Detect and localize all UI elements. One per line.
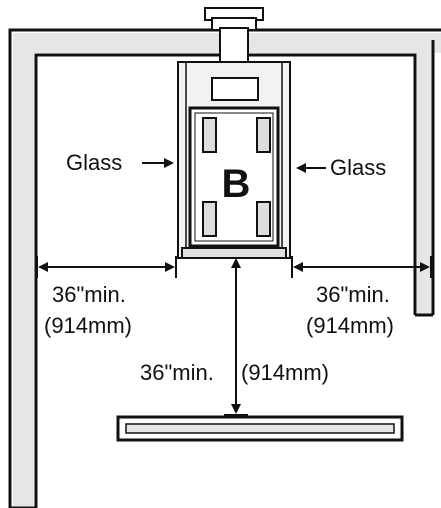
log-support-top-left — [202, 117, 217, 153]
front-dim-arrow-bottom — [231, 404, 241, 414]
right-clearance-label: 36"min. — [316, 282, 390, 307]
right-clearance-metric-label: (914mm) — [306, 313, 394, 338]
unit-firebox-inner — [194, 112, 274, 242]
room-walls — [8, 28, 441, 508]
front-obstruction — [116, 415, 404, 442]
left-wall-fill — [13, 33, 34, 508]
left-dim-arrow-end — [165, 262, 175, 272]
front-clearance-label: 36"min. — [140, 360, 214, 385]
glass-left-label: Glass — [66, 150, 122, 175]
log-support-bottom-right — [256, 201, 271, 237]
glass-right-label: Glass — [330, 155, 386, 180]
glass-right-callout: Glass — [296, 155, 386, 180]
log-support-bottom-left — [202, 201, 217, 237]
right-dim-arrow-end — [420, 262, 430, 272]
left-clearance-label: 36"min. — [52, 282, 126, 307]
front-obstruction-inner — [125, 423, 395, 434]
glass-left-arrow-head — [164, 158, 174, 168]
right-dim-arrow-start — [293, 262, 303, 272]
unit-top-box — [211, 77, 259, 101]
left-clearance-dimension: 36"min. (914mm) — [36, 256, 177, 338]
fireplace-unit: B — [177, 61, 291, 259]
glass-left-callout: Glass — [66, 150, 174, 175]
right-wall-fill — [417, 53, 433, 315]
front-clearance-dimension: 36"min. (914mm) — [140, 258, 329, 416]
unit-base — [181, 247, 287, 259]
left-clearance-metric-label: (914mm) — [44, 313, 132, 338]
right-clearance-dimension: 36"min. (914mm) — [291, 256, 432, 338]
left-dim-arrow-start — [38, 262, 48, 272]
log-support-top-right — [256, 117, 271, 153]
front-clearance-metric-label: (914mm) — [241, 360, 329, 385]
unit-letter: B — [222, 162, 251, 206]
glass-right-arrow-head — [296, 163, 306, 173]
front-dim-arrow-top — [231, 258, 241, 268]
